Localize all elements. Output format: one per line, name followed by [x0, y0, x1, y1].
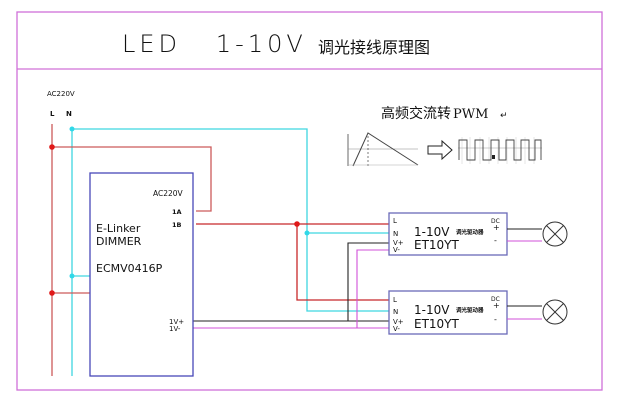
- driver-1-pin-L: L: [393, 217, 397, 225]
- junction-N-bottom: [69, 273, 75, 279]
- pwm-caption-cn: 高频交流转: [381, 105, 451, 122]
- wire-L-to-1A: [52, 146, 212, 212]
- lamp-2-icon: [542, 299, 568, 325]
- dimmer-out-plus: 1V+: [169, 318, 184, 326]
- arrow-right-icon: [427, 139, 453, 161]
- driver-2-pin-N: N: [393, 308, 398, 316]
- driver-2-pin-L: L: [393, 296, 397, 304]
- wire-N-driver1: [72, 128, 390, 234]
- driver-2-pin-Vplus: V+: [393, 318, 404, 326]
- pwm-waveform-icon: [458, 137, 542, 164]
- junction-L-bottom: [49, 290, 55, 296]
- dimmer-box: [89, 172, 194, 377]
- driver-2-plus: +: [493, 301, 500, 310]
- driver-1-pin-Vminus: V-: [393, 246, 400, 254]
- driver-1-dc: DC: [491, 218, 500, 225]
- ac-power-label: AC220V: [47, 90, 75, 98]
- driver-2-pin-Vminus: V-: [393, 325, 400, 333]
- line-label: L: [50, 110, 55, 118]
- wire-1B-driver2: [296, 224, 390, 301]
- driver-1-model: ET10YT: [414, 238, 460, 252]
- wire-1V-minus-driver1: [356, 249, 390, 328]
- dimmer-terminal-1b: 1B: [172, 221, 182, 229]
- pwm-caption-latin: PWM: [453, 107, 488, 122]
- driver-2: L N V+ V- 1-10V 调光驱动器 ET10YT DC + -: [388, 290, 508, 335]
- driver-1-box: [388, 212, 508, 256]
- junction-L-top: [49, 144, 55, 150]
- dimmer-input-label: AC220V: [153, 189, 184, 198]
- driver-1-title-cn: 调光驱动器: [456, 228, 484, 236]
- dimmer-terminal-1a: 1A: [172, 208, 182, 216]
- driver-2-dc: DC: [491, 296, 500, 303]
- junction-1B: [294, 221, 300, 227]
- neutral-label: N: [66, 110, 72, 118]
- sawtooth-waveform-icon: [347, 132, 419, 167]
- driver-1-plus: +: [493, 223, 500, 232]
- driver-1-title: 1-10V: [414, 225, 450, 239]
- title-chinese: 调光接线原理图: [318, 38, 430, 57]
- driver-2-minus: -: [494, 315, 497, 324]
- title-latin: LED 1-10V: [122, 30, 307, 58]
- driver-1-pin-Vplus: V+: [393, 239, 404, 247]
- driver-1-pin-N: N: [393, 230, 398, 238]
- junction-N-drivers: [304, 230, 310, 236]
- driver-1: L N V+ V- 1-10V 调光驱动器 ET10YT DC + -: [388, 212, 508, 256]
- wire-1V-plus-driver1: [347, 242, 390, 321]
- junction-N-top: [69, 126, 75, 132]
- driver-2-box: [388, 290, 508, 335]
- lamp-1-icon: [542, 221, 568, 247]
- dimmer-out-minus: 1V-: [169, 325, 181, 333]
- return-mark-icon: ↵: [500, 111, 508, 121]
- dimmer-type: DIMMER: [96, 235, 142, 248]
- outer-frame: [16, 11, 603, 391]
- driver-2-title-cn: 调光驱动器: [456, 306, 484, 314]
- driver-1-minus: -: [494, 236, 497, 245]
- wire-N-driver2: [306, 233, 390, 312]
- dimmer-model: ECMV0416P: [96, 262, 163, 275]
- driver-2-model: ET10YT: [414, 317, 460, 331]
- dimmer-brand: E-Linker: [96, 222, 141, 235]
- driver-2-title: 1-10V: [414, 303, 450, 317]
